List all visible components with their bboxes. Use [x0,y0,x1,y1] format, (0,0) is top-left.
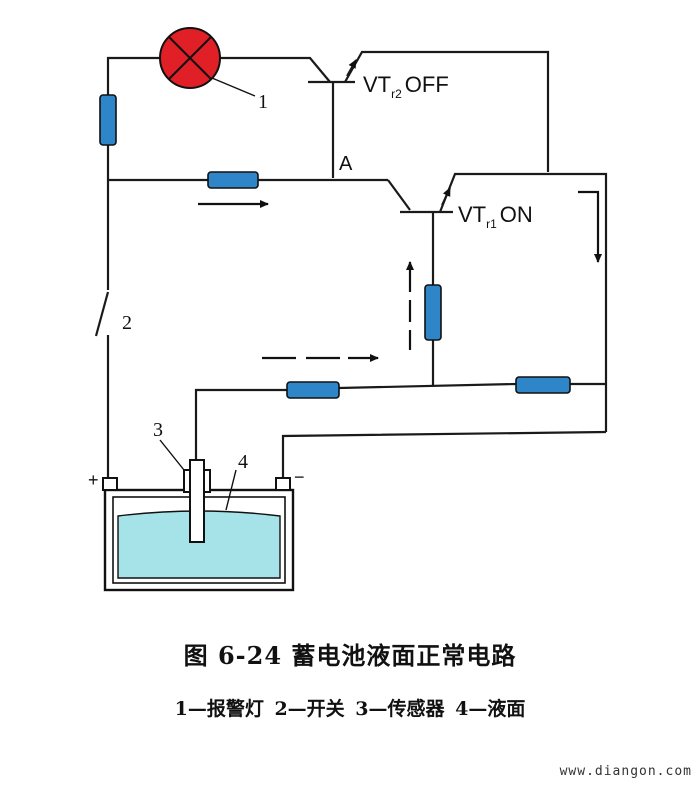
callout-3: 3 [153,419,163,441]
resistor-top [207,171,259,189]
minus-label: − [294,467,305,487]
wires [106,50,608,478]
node-a-label: A [339,153,353,175]
switch-2 [94,291,110,337]
callout-1: 1 [258,91,268,113]
callout-2: 2 [122,312,132,334]
sensor-probe [189,459,205,543]
positive-terminal [102,477,118,491]
resistor-left [99,94,117,146]
figure-title: 图 6-24 蓄电池液面正常电路 [183,641,517,670]
resistor-sensor [286,381,340,399]
figure-legend: 1—报警灯 2—开关 3—传感器 4—液面 [174,698,526,720]
resistor-vertical [424,284,442,341]
watermark: www.diangon.com [559,764,692,779]
callout-4: 4 [238,451,248,473]
current-arrows [198,190,602,362]
electrolyte [117,510,281,579]
plus-label: + [88,470,99,490]
lamp-1 [159,27,256,97]
resistor-right [515,376,571,394]
resistors [99,94,571,399]
battery [102,439,295,592]
transistor-arrows [346,59,451,206]
negative-terminal [275,477,291,491]
